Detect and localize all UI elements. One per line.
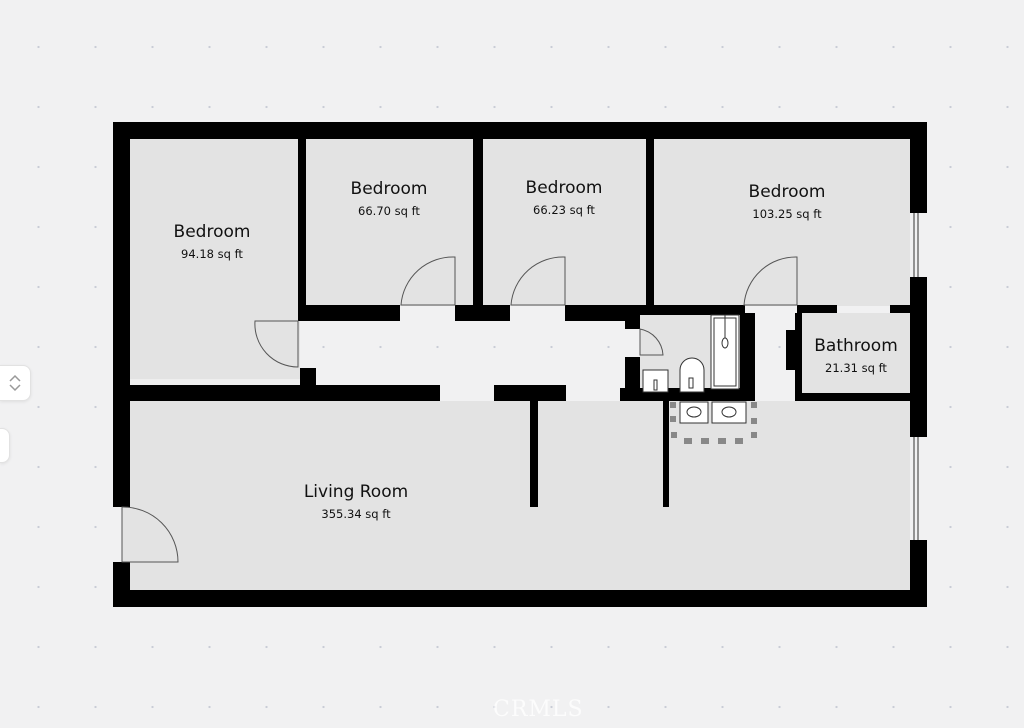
door-bedroom-1[interactable] — [254, 320, 299, 368]
room-name: Bedroom — [749, 182, 826, 202]
door-bedroom-2[interactable] — [400, 256, 456, 306]
watermark: CRMLS — [493, 697, 584, 722]
room-labels: Bedroom 94.18 sq ft Bedroom 66.70 sq ft … — [174, 178, 898, 521]
door-bedroom-4[interactable] — [743, 256, 798, 306]
room-area: 355.34 sq ft — [321, 507, 391, 521]
door-bathroom-small[interactable] — [639, 328, 664, 356]
toilet-icon — [679, 357, 705, 393]
bathroom-area[interactable] — [802, 313, 910, 393]
door-bedroom-3[interactable] — [510, 256, 566, 306]
chevron-down-icon — [9, 384, 21, 392]
doors — [121, 256, 798, 563]
chevron-up-icon — [9, 374, 21, 382]
room-area: 66.23 sq ft — [533, 203, 595, 217]
room-area: 66.70 sq ft — [358, 204, 420, 218]
side-panel-handle[interactable] — [0, 428, 10, 463]
bathroom-fixtures — [642, 314, 747, 424]
room-area: 103.25 sq ft — [752, 207, 822, 221]
room-area: 94.18 sq ft — [181, 247, 243, 261]
chevron-up-down-icon — [9, 374, 21, 392]
room-name: Living Room — [304, 482, 408, 502]
room-name: Bedroom — [351, 179, 428, 199]
closet-outline — [670, 402, 757, 444]
room-name: Bathroom — [814, 336, 898, 356]
windows — [913, 213, 919, 540]
walls — [113, 122, 927, 607]
living-room-area[interactable] — [130, 401, 910, 590]
room-area: 21.31 sq ft — [825, 361, 887, 375]
room-name: Bedroom — [174, 222, 251, 242]
floor-switcher-button[interactable] — [0, 365, 31, 401]
front-door[interactable] — [121, 506, 179, 563]
room-name: Bedroom — [526, 178, 603, 198]
